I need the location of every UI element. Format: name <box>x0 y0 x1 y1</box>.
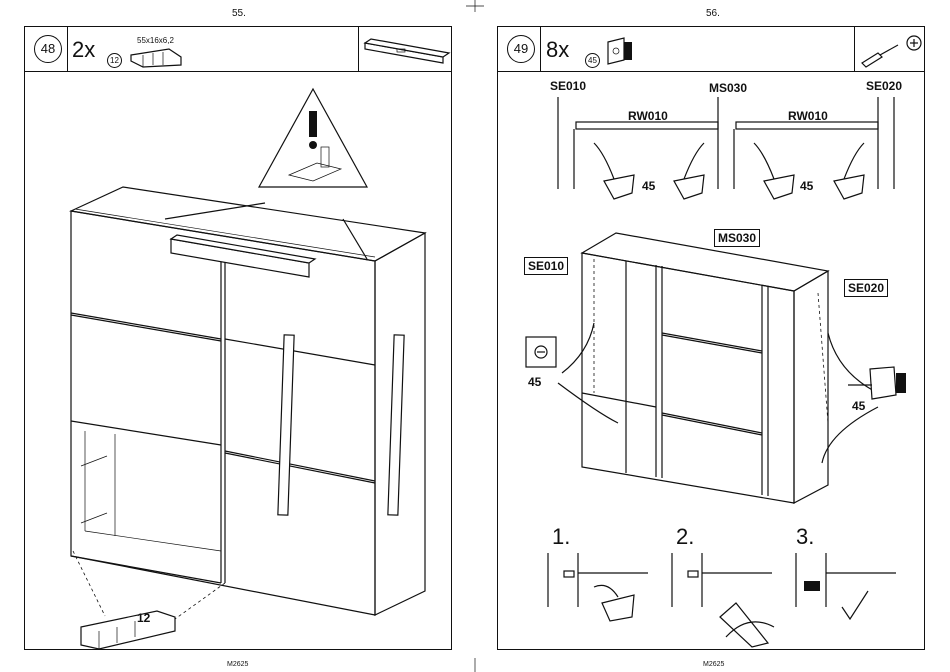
step-number-badge: 49 <box>507 35 535 63</box>
wedge-part-icon <box>129 43 189 73</box>
right-footer-code: M2625 <box>703 661 724 668</box>
screwdriver-tool-icon <box>858 29 926 69</box>
bracket-part-icon <box>604 36 634 66</box>
left-instruction-panel: 48 2x 12 55x16x6,2 <box>24 26 452 650</box>
step-number-badge: 48 <box>34 35 62 63</box>
part-id-badge: 45 <box>585 53 600 68</box>
bracket-callout-left <box>524 335 564 375</box>
wardrobe-assembly-drawing <box>25 71 453 651</box>
warning-triangle-icon <box>257 87 377 187</box>
wedge-count-label: 12 <box>137 611 150 625</box>
top-view-schematic <box>498 87 926 227</box>
right-step-header: 49 8x 45 <box>498 27 924 72</box>
spirit-level-tool-icon <box>361 29 451 69</box>
left-step-header: 48 2x 12 55x16x6,2 <box>25 27 451 72</box>
bracket-callout-right <box>848 365 908 405</box>
left-footer-code: M2625 <box>227 661 248 668</box>
part-quantity: 8x <box>546 37 569 63</box>
substep-illustrations <box>498 547 926 647</box>
right-instruction-panel: 49 8x 45 SE010 MS030 SE020 RW010 RW010 4… <box>497 26 925 650</box>
part-id-badge: 12 <box>107 53 122 68</box>
part-quantity: 2x <box>72 37 95 63</box>
